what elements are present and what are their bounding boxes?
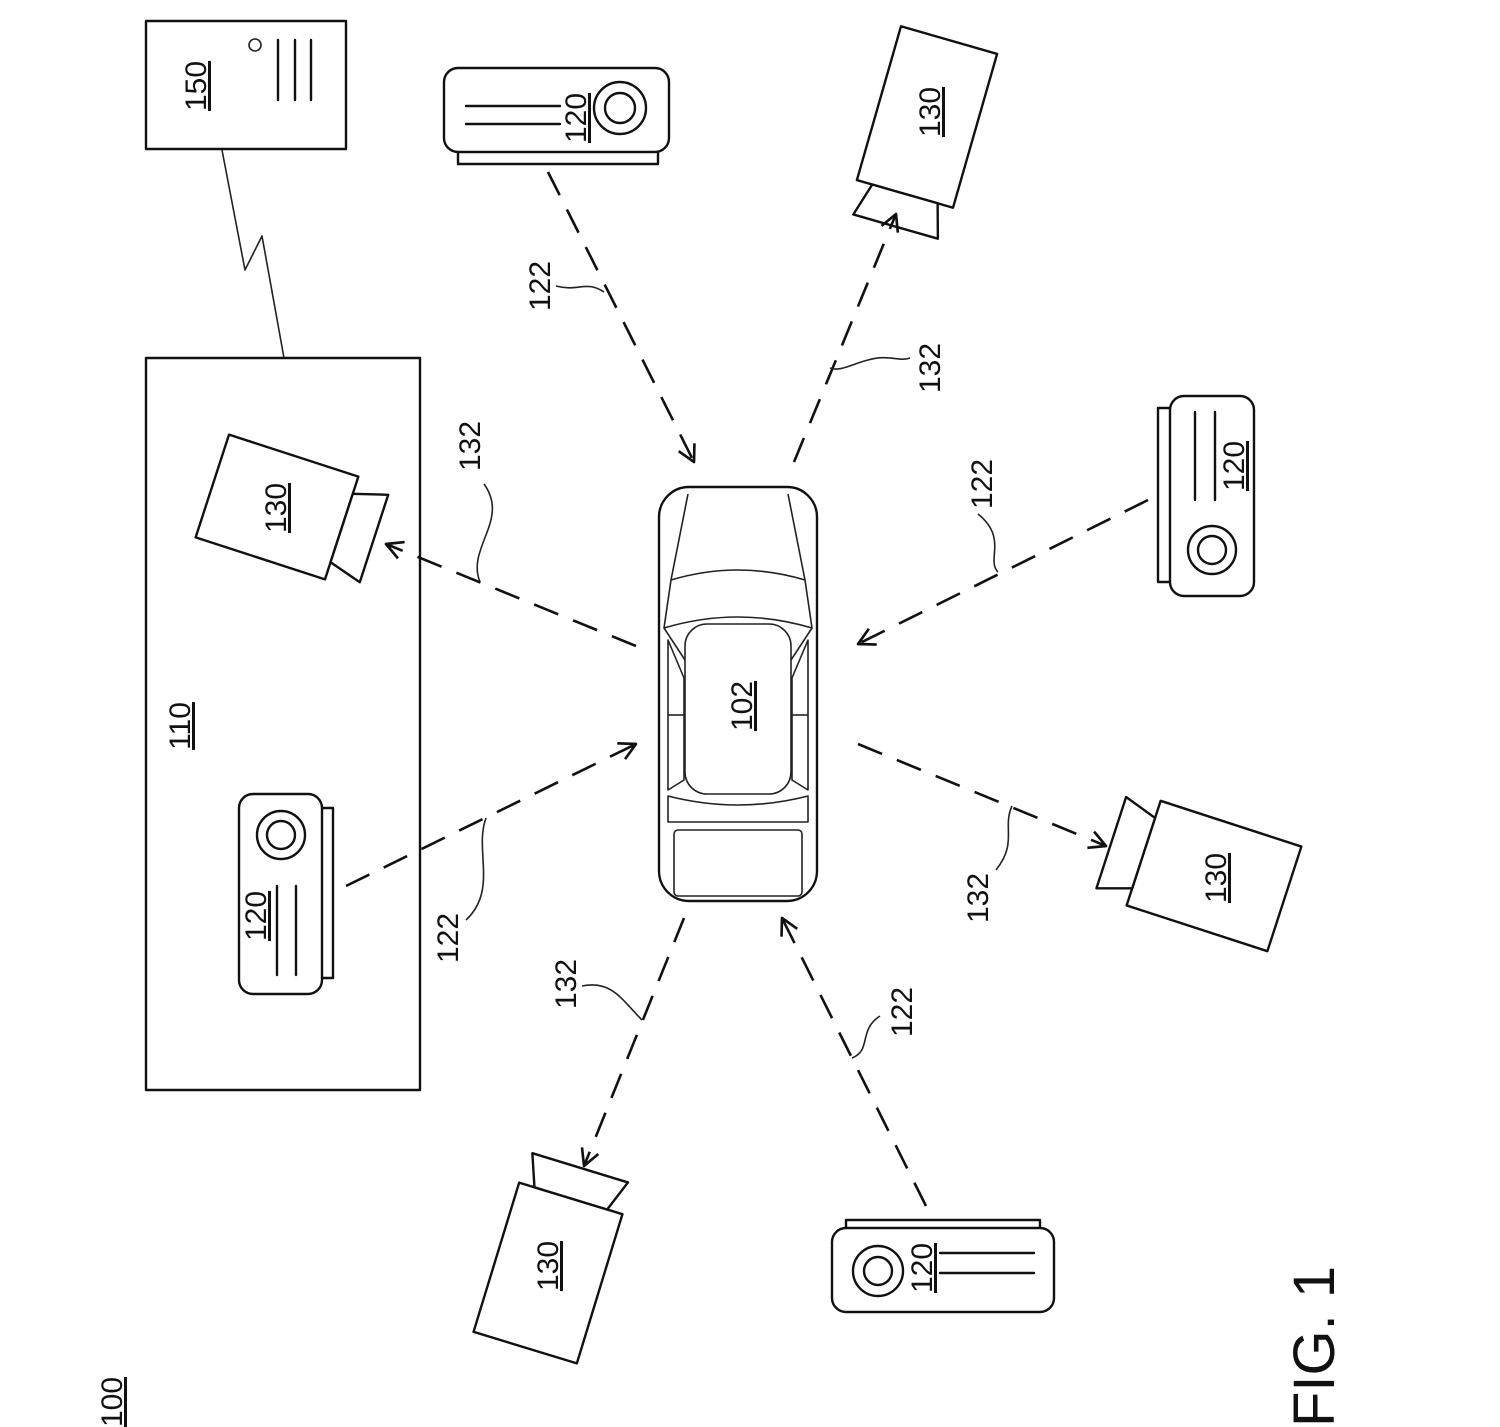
region-ref-label: 110 [164, 702, 197, 750]
projector-right: 120 [1156, 394, 1256, 598]
projection-path-ref-label: 122 [886, 987, 919, 1037]
capture-paths [384, 212, 1108, 1168]
camera-bottom-left: 130 [472, 1151, 630, 1365]
capture-path [580, 917, 686, 1168]
projection-path-ref-label: 122 [432, 913, 465, 963]
projection-path-ref-label: 122 [966, 459, 999, 509]
projector-ref-label: 120 [240, 891, 273, 941]
camera-ref-label: 130 [260, 483, 293, 533]
camera-ref-label: 130 [532, 1241, 565, 1291]
server-ref-label: 150 [180, 61, 213, 111]
capture-path [384, 540, 637, 648]
capture-path [857, 742, 1108, 850]
projection-path [345, 742, 638, 888]
projection-paths [345, 171, 1149, 1207]
region-box: 110 [144, 356, 422, 1092]
leader-lines [465, 285, 1013, 1059]
projector-ref-label: 120 [560, 93, 593, 143]
wireless-link [221, 149, 285, 359]
system-ref-label: 100 [96, 1377, 129, 1427]
projector-top: 120 [442, 66, 671, 166]
server: 150 [144, 19, 348, 151]
vehicle: 102 [657, 485, 819, 903]
projection-path [780, 916, 928, 1207]
capture-path-ref-label: 132 [962, 873, 995, 923]
vehicle-ref-label: 102 [726, 681, 759, 731]
camera-in-region: 130 [194, 433, 390, 584]
capture-path-ref-label: 132 [550, 959, 583, 1009]
figure-number-label: FIG. 1 [1282, 1266, 1347, 1427]
capture-path-ref-label: 132 [914, 343, 947, 393]
capture-path [792, 212, 900, 463]
projector-in-region: 120 [237, 792, 335, 996]
projector-bottom: 120 [830, 1218, 1056, 1314]
projector-ref-label: 120 [1218, 441, 1251, 491]
projector-ref-label: 120 [906, 1243, 939, 1293]
projection-path [546, 171, 696, 464]
camera-ref-label: 130 [1200, 853, 1233, 903]
camera-ref-label: 130 [914, 87, 947, 137]
projection-path [856, 498, 1149, 646]
camera-top-right: 130 [852, 25, 999, 240]
camera-right: 130 [1095, 795, 1303, 953]
capture-path-ref-label: 132 [454, 421, 487, 471]
projection-path-ref-label: 122 [524, 261, 557, 311]
